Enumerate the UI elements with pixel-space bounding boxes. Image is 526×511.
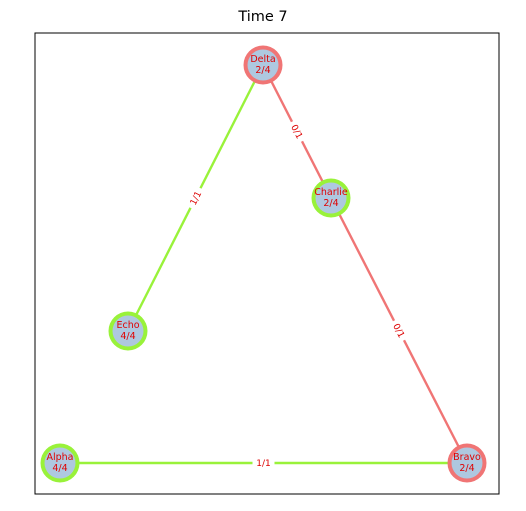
node-value: 4/4 bbox=[52, 463, 67, 474]
edges-layer: 1/1 0/1 0/1 1/1 bbox=[60, 64, 469, 469]
plot-frame bbox=[34, 32, 500, 495]
edge-label-delta-charlie: 0/1 bbox=[286, 118, 308, 145]
node-name: Echo bbox=[116, 320, 139, 331]
node-core bbox=[247, 49, 279, 81]
edge-label-delta-echo: 1/1 bbox=[185, 185, 206, 211]
node-value: 2/4 bbox=[255, 65, 270, 76]
node-name: Bravo bbox=[453, 452, 481, 463]
node-value: 2/4 bbox=[323, 198, 338, 209]
nodes-layer: Delta2/4Charlie2/4Echo4/4Alpha4/4Bravo2/… bbox=[40, 45, 487, 483]
node-name: Alpha bbox=[46, 452, 73, 463]
node-name: Delta bbox=[250, 54, 275, 65]
node-core bbox=[44, 447, 76, 479]
node-name: Charlie bbox=[314, 187, 348, 198]
node-core bbox=[112, 315, 144, 347]
edge-label-text: 1/1 bbox=[256, 459, 270, 469]
plot-title: Time 7 bbox=[238, 9, 288, 25]
node-core bbox=[315, 182, 347, 214]
node-value: 4/4 bbox=[120, 331, 135, 342]
node-core bbox=[451, 447, 483, 479]
edge-label-alpha-bravo: 1/1 bbox=[252, 457, 275, 469]
edge-label-charlie-bravo: 0/1 bbox=[388, 317, 410, 344]
node-value: 2/4 bbox=[459, 463, 474, 474]
